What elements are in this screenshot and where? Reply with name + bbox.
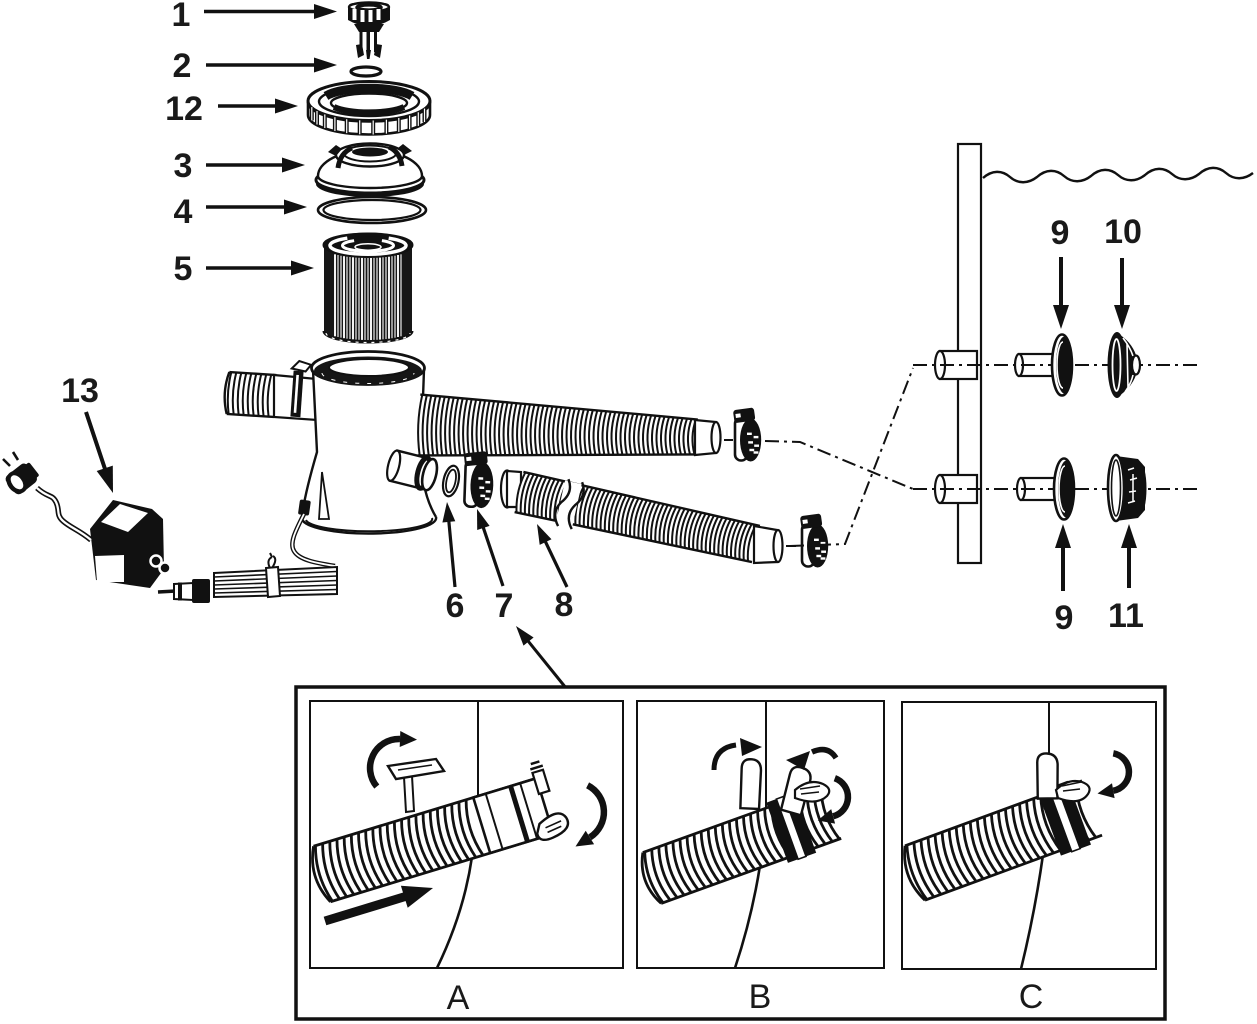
svg-text:12: 12 bbox=[165, 90, 203, 128]
svg-text:9: 9 bbox=[1055, 599, 1074, 637]
svg-text:9: 9 bbox=[1051, 214, 1070, 252]
svg-text:C: C bbox=[1019, 978, 1044, 1016]
svg-text:8: 8 bbox=[555, 586, 574, 624]
svg-text:B: B bbox=[749, 978, 772, 1016]
svg-text:7: 7 bbox=[495, 587, 514, 625]
svg-text:13: 13 bbox=[61, 372, 99, 410]
svg-text:11: 11 bbox=[1108, 597, 1144, 635]
svg-text:4: 4 bbox=[174, 193, 193, 231]
svg-text:5: 5 bbox=[174, 250, 193, 288]
svg-text:2: 2 bbox=[173, 47, 192, 85]
svg-text:A: A bbox=[447, 979, 470, 1017]
svg-text:3: 3 bbox=[174, 147, 193, 185]
svg-text:10: 10 bbox=[1104, 213, 1142, 251]
svg-text:1: 1 bbox=[172, 0, 191, 34]
svg-text:6: 6 bbox=[446, 587, 465, 625]
